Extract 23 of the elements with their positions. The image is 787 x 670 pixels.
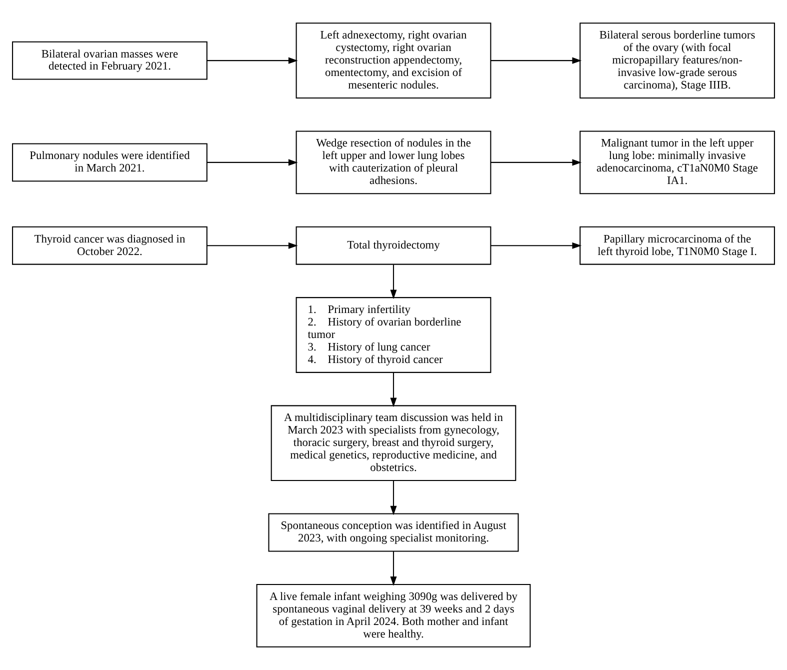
node-box: Left adnexectomy, right ovarian cystectomy, right ovarian reconstruction appendectomy, omentectomy, and excision of mesenteric nodules. (296, 22, 492, 99)
node-box: A live female infant weighing 3090g was delivered by spontaneous vaginal delivery at 39 weeks and 2 days of gestation in April 2024. Both mother and infant were healthy. (256, 584, 531, 648)
node-box: Total thyroidectomy (296, 226, 492, 265)
node-box: Bilateral serous borderline tumors of the ovary (with focal micropapillary features/non-invasive low-grade serous carcinoma), Stage IIIB. (580, 22, 775, 99)
arrow (207, 242, 298, 249)
node-box: Papillary microcarcinoma of the left thyroid lobe, T1N0M0 Stage I. (580, 226, 775, 265)
node-box: 1. Primary infertility 2. History of ovarian borderline tumor 3. History of lung cancer 4. History of thyroid cancer (296, 297, 492, 373)
node-box: Spontaneous conception was identified in August 2023, with ongoing specialist monitoring. (268, 513, 519, 552)
arrow (390, 552, 397, 586)
arrow (390, 372, 397, 408)
arrow (490, 57, 582, 64)
arrow (207, 159, 298, 166)
node-box: Thyroid cancer was diagnosed in October 2022. (12, 226, 208, 265)
node-box: Pulmonary nodules were identified in March 2021. (12, 143, 208, 182)
arrow (390, 264, 397, 300)
node-box: Bilateral ovarian masses were detected in February 2021. (12, 41, 208, 80)
node-box: Malignant tumor in the left upper lung lobe: minimally invasive adenocarcinoma, cT1aN0M0 Stage IA1. (580, 130, 775, 194)
node-box: Wedge resection of nodules in the left upper and lower lung lobes with cauterization of pleural adhesions. (296, 130, 492, 194)
arrow (390, 480, 397, 516)
node-box: A multidisciplinary team discussion was held in March 2023 with specialists from gynecology, thoracic surgery, breast and thyroid surgery, medical genetics, reproductive medicine, and obstetrics. (270, 405, 516, 482)
arrow (490, 159, 582, 166)
arrow (490, 242, 582, 249)
arrow (207, 57, 298, 64)
